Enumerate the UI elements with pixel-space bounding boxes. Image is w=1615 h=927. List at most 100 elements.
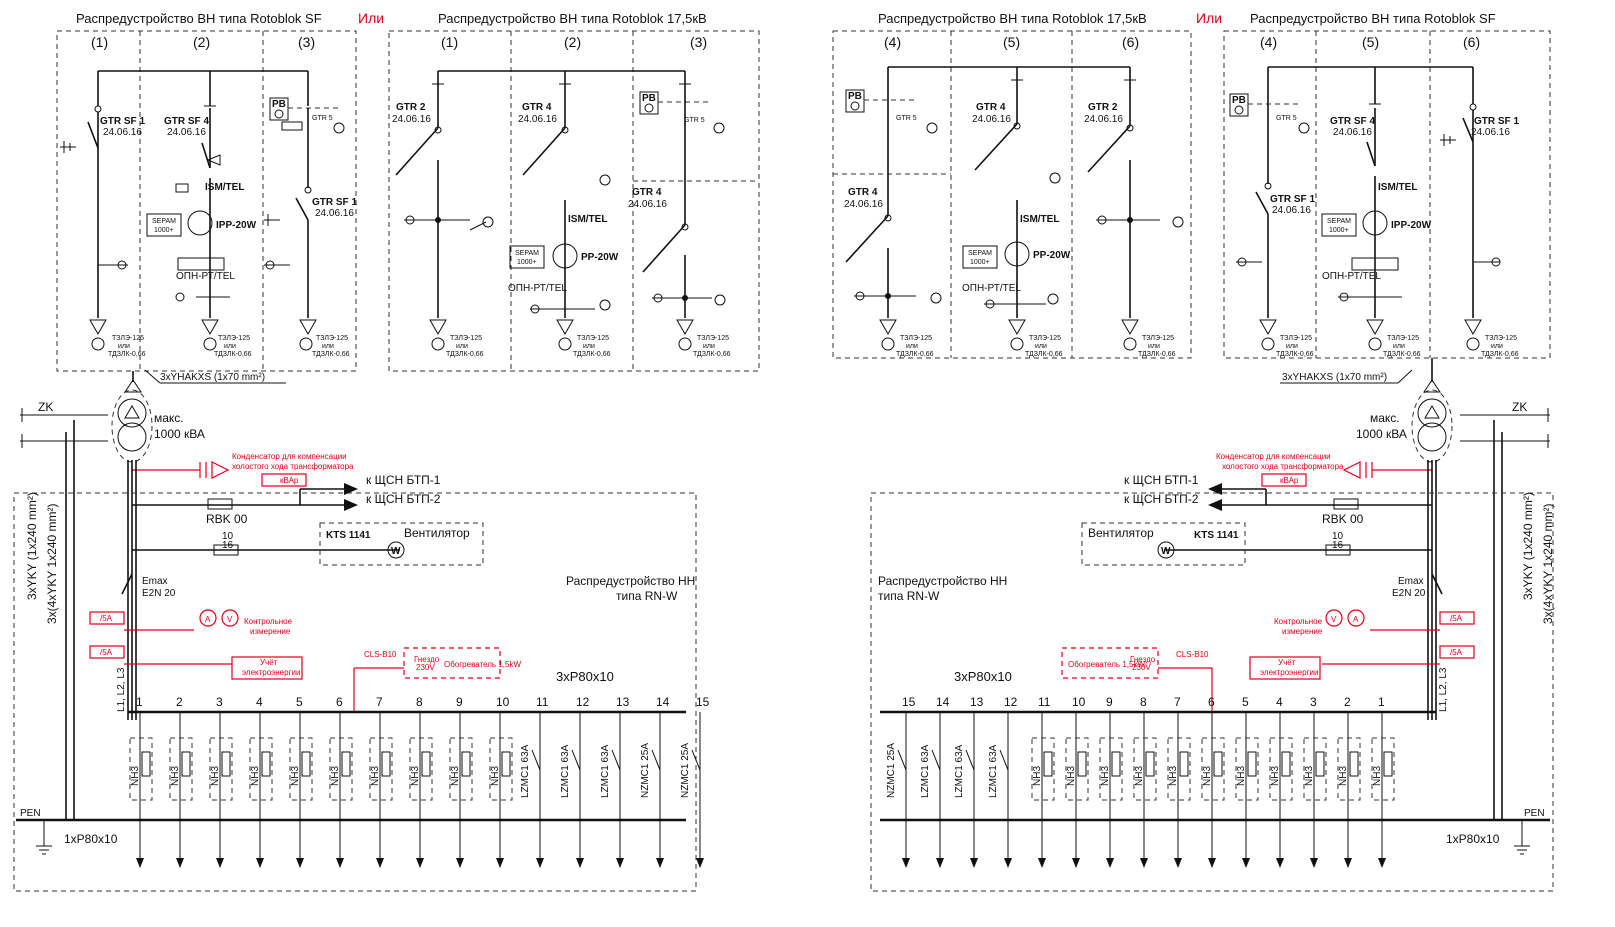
left-cell-a2: (2): [193, 34, 210, 50]
right-nh3-label: NH3: [1236, 766, 1247, 786]
left-sw-b1-name: GTR 2: [396, 102, 426, 113]
left-nh3-label: NH3: [250, 766, 261, 786]
right-feeder-number: 7: [1174, 695, 1181, 709]
right-sw-a3-name: GTR 2: [1088, 102, 1118, 113]
right-feeder-number: 13: [970, 695, 984, 709]
svg-text:GTR 5: GTR 5: [684, 117, 705, 124]
left-heater: Обогреватель 1,5kW: [444, 660, 521, 669]
right-feeder-arrow: [1072, 858, 1080, 868]
left-sw-b2-name: GTR 4: [522, 102, 552, 113]
left-ipp-label: IPP-20W: [216, 220, 257, 231]
right-cell-b6: (6): [1463, 34, 1480, 50]
left-nh3-label: NH3: [170, 766, 181, 786]
right-transformer-2: 1000 кВА: [1356, 427, 1407, 441]
right-kts: KTS 1141: [1194, 530, 1239, 541]
left-meas-1: Контрольное: [244, 617, 293, 626]
left-fuse-symbol: [221, 751, 231, 777]
left-hv-title-a: Распредустройство ВН типа Rotoblok SF: [76, 11, 322, 26]
svg-text:Гнездо: Гнездо: [1130, 655, 1156, 664]
svg-text:A: A: [205, 615, 211, 624]
left-ct-a2: ТЗЛЭ-125: [218, 335, 250, 342]
right-lv-title-1: Распредустройство НН: [878, 574, 1007, 588]
right-nh3-label: NH3: [1338, 766, 1349, 786]
left-hv-frame-a: [56, 30, 357, 372]
left-lv-title-1: Распредустройство НН: [566, 574, 695, 588]
right-cell-b5: (5): [1362, 34, 1379, 50]
left-cell-b3: (3): [690, 34, 707, 50]
right-cell-a5: (5): [1003, 34, 1020, 50]
svg-text:10: 10: [1332, 531, 1344, 542]
left-busbar-label: 3xP80x10: [556, 669, 614, 684]
right-nh3-label: NH3: [1270, 766, 1281, 786]
right-nh3-label: NH3: [1304, 766, 1315, 786]
right-fuse-symbol: [1349, 751, 1359, 777]
right-sw-a3-date: 24.06.16: [1084, 114, 1123, 125]
svg-text:ТЗЛЭ-125: ТЗЛЭ-125: [697, 335, 729, 342]
right-scheme: Распредустройство ВН типа Rotoblok 17,5к…: [832, 10, 1555, 892]
svg-text:16: 16: [1332, 540, 1344, 551]
svg-text:холостого хода трансформатора: холостого хода трансформатора: [1222, 462, 1344, 471]
left-feeder-number: 7: [376, 695, 383, 709]
right-hv-frame-b: [1223, 30, 1551, 359]
right-nh3-box: [1235, 737, 1259, 801]
left-nh3-box: [289, 737, 313, 801]
right-sw-b2-date: 24.06.16: [1333, 127, 1372, 138]
left-feeder-number: 15: [696, 695, 710, 709]
right-nh3-box: [1031, 737, 1055, 801]
left-nh3-box: [449, 737, 473, 801]
left-feeder-arrow: [496, 858, 504, 868]
right-feeder-number: 6: [1208, 695, 1215, 709]
right-nh3-label: NH3: [1032, 766, 1043, 786]
left-breaker-contact: [571, 749, 581, 771]
svg-text:ТЗЛЭ-125: ТЗЛЭ-125: [900, 335, 932, 342]
left-transformer-2: 1000 кВА: [154, 427, 205, 441]
svg-text:L1, L2, L3: L1, L2, L3: [1438, 667, 1449, 712]
svg-text:ТДЗЛК-0,66: ТДЗЛК-0,66: [896, 351, 934, 358]
right-feeder-arrow: [1378, 858, 1386, 868]
svg-text:GTR 5: GTR 5: [1276, 115, 1297, 122]
svg-text:ТДЗЛК-0,66: ТДЗЛК-0,66: [214, 351, 252, 358]
left-sw-a2-name: GTR SF 4: [164, 116, 209, 127]
svg-text:Контрольное: Контрольное: [1274, 617, 1323, 626]
right-nh3-label: NH3: [1372, 766, 1383, 786]
left-meas-2: измерение: [250, 627, 291, 636]
right-nh3-label: NH3: [1134, 766, 1145, 786]
left-breaker-label: LZMC1 63A: [600, 744, 611, 798]
left-fuse-symbol: [301, 751, 311, 777]
svg-text:Гнездо: Гнездо: [414, 655, 440, 664]
left-nh3-label: NH3: [210, 766, 221, 786]
left-hv-frame-b: [388, 30, 760, 372]
left-kvar: кВАр: [280, 476, 299, 485]
left-feeder-arrow: [696, 858, 704, 868]
right-zk: ZK: [1512, 400, 1527, 414]
left-sw-b2-date: 24.06.16: [518, 114, 557, 125]
left-nh3-label: NH3: [410, 766, 421, 786]
right-feeder-number: 5: [1242, 695, 1249, 709]
svg-text:ТЗЛЭ-125: ТЗЛЭ-125: [1280, 335, 1312, 342]
svg-text:ТЗЛЭ-125: ТЗЛЭ-125: [1387, 335, 1419, 342]
right-feeder-arrow: [1310, 858, 1318, 868]
svg-text:электроэнергии: электроэнергии: [1260, 668, 1318, 677]
left-emax-2: E2N 20: [142, 588, 176, 599]
svg-text:или: или: [1491, 343, 1503, 350]
left-fuse-symbol: [421, 751, 431, 777]
left-fan-symbol: W: [391, 546, 401, 557]
right-fuse-symbol: [1179, 751, 1189, 777]
left-nh3-label: NH3: [290, 766, 301, 786]
right-sw-b2-name: GTR SF 4: [1330, 116, 1375, 127]
right-busbar-label: 3xP80x10: [954, 669, 1012, 684]
left-sw-a3-date: 24.06.16: [315, 208, 354, 219]
left-sw-b3-date: 24.06.16: [628, 199, 667, 210]
left-feeder-arrow: [336, 858, 344, 868]
left-ism-b: ISM/TEL: [568, 214, 607, 225]
left-cls: CLS-B10: [364, 650, 397, 659]
left-fan-box: [319, 522, 484, 566]
svg-text:ТДЗЛК-0,66: ТДЗЛК-0,66: [446, 351, 484, 358]
right-shsn-1: к ЩСН БТП-1: [1124, 473, 1199, 487]
left-nh3-box: [129, 737, 153, 801]
svg-text:ОПН-РТ/TEL: ОПН-РТ/TEL: [508, 283, 567, 294]
left-nh3-box: [329, 737, 353, 801]
left-scheme: Распредустройство ВН типа Rotoblok SF Ил…: [13, 10, 760, 892]
svg-text:ТДЗЛК-0,66: ТДЗЛК-0,66: [1138, 351, 1176, 358]
right-ism: ISM/TEL: [1020, 214, 1059, 225]
